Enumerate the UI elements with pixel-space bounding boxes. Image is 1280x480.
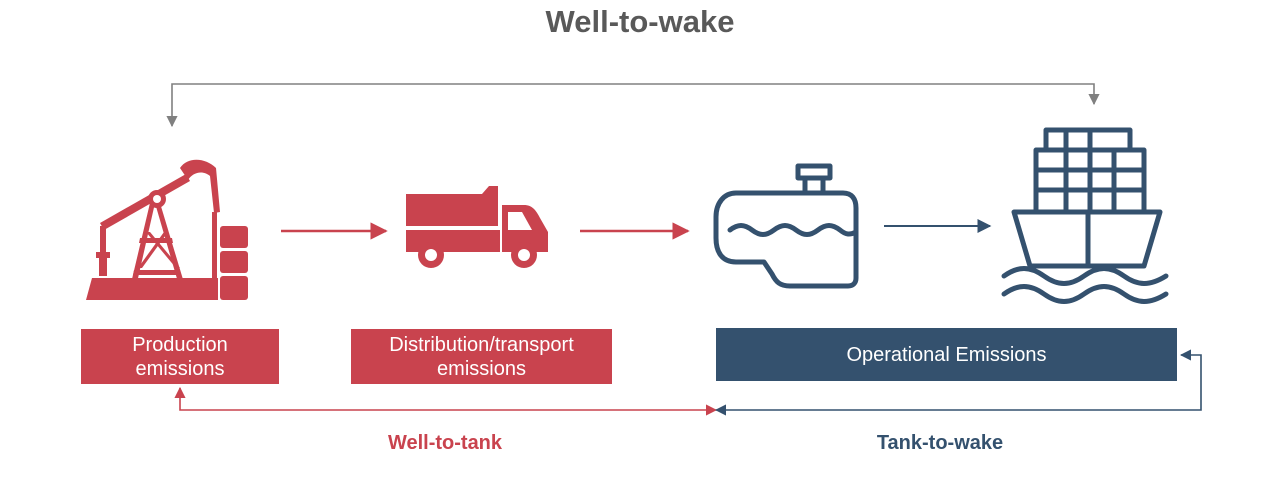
- operational-emissions-box: Operational Emissions: [716, 328, 1177, 381]
- well-to-tank-bracket: [174, 386, 718, 416]
- tank-to-wake-bracket: [714, 349, 1202, 416]
- tank-to-wake-label: Tank-to-wake: [876, 432, 1004, 454]
- dump-truck-icon: [406, 186, 548, 268]
- distribution-label-line2: emissions: [437, 357, 526, 380]
- container-ship-icon: [1001, 127, 1169, 304]
- engine-icon: [713, 163, 859, 289]
- well-to-tank-label: Well-to-tank: [387, 432, 503, 454]
- diagram-title: Well-to-wake: [545, 4, 735, 39]
- distribution-emissions-box: Distribution/transport emissions: [351, 329, 612, 384]
- operational-emissions-label: Operational Emissions: [846, 343, 1047, 366]
- distribution-label-line1: Distribution/transport: [389, 333, 574, 356]
- production-emissions-box: Production emissions: [81, 329, 279, 384]
- production-label-line2: emissions: [135, 357, 225, 380]
- well-to-wake-bracket: [166, 83, 1100, 128]
- production-label-line1: Production: [132, 333, 228, 356]
- oil-pump-jack-icon: [86, 159, 248, 300]
